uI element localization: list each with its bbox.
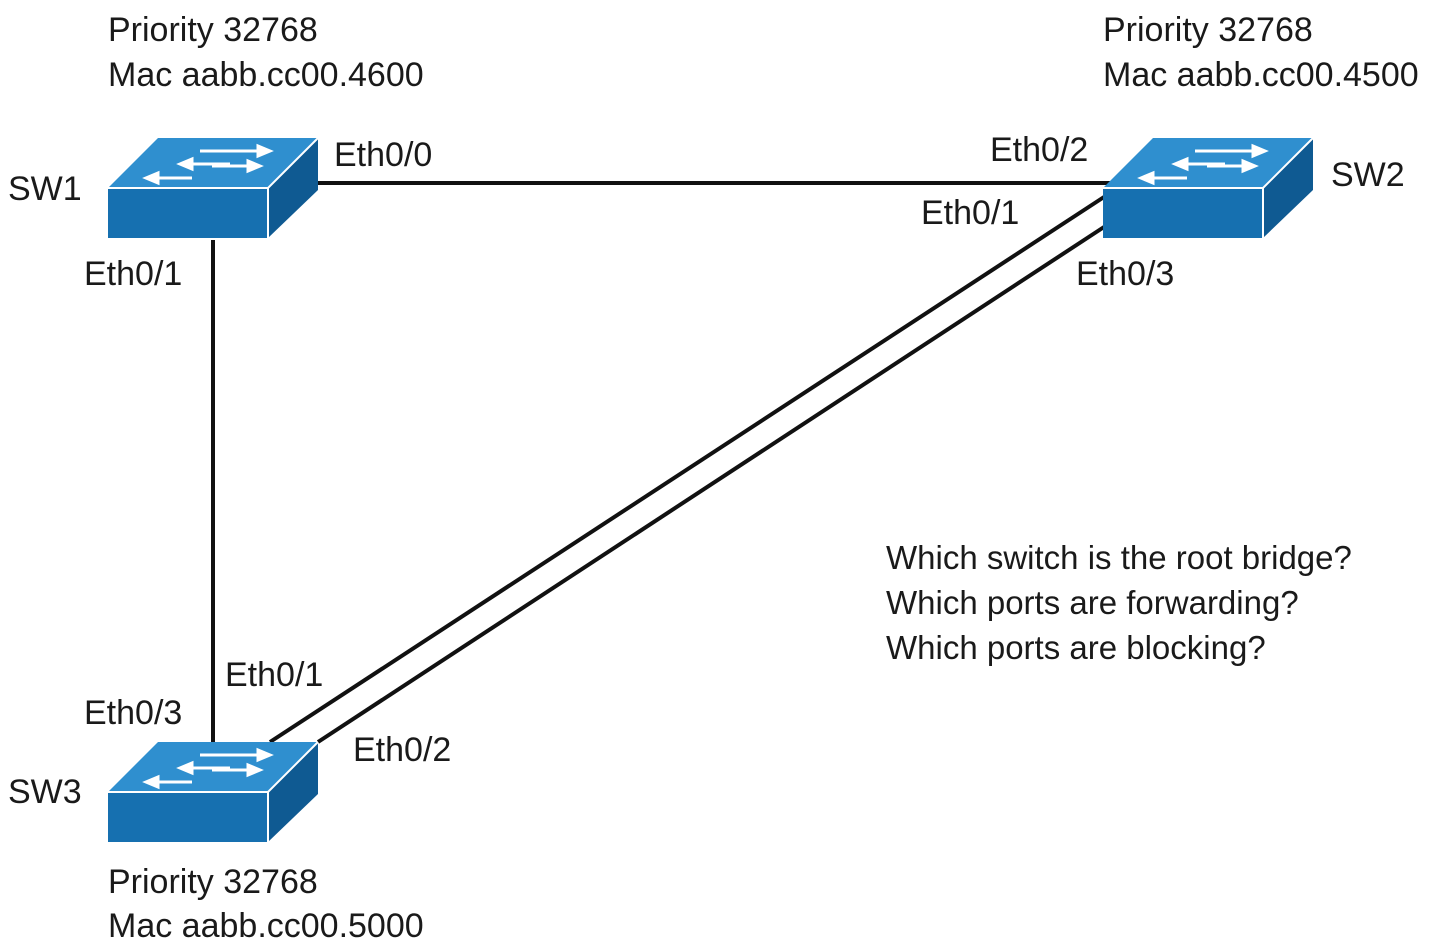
sw2-mac: Mac aabb.cc00.4500 — [1103, 56, 1419, 94]
question-1: Which switch is the root bridge? — [886, 539, 1352, 576]
question-2: Which ports are forwarding? — [886, 584, 1299, 621]
sw3-name: SW3 — [8, 773, 82, 811]
sw3-mac: Mac aabb.cc00.5000 — [108, 907, 424, 942]
sw3-priority: Priority 32768 — [108, 863, 318, 901]
switch-sw3-icon — [106, 740, 320, 844]
sw1-port-eth0-1: Eth0/1 — [84, 255, 182, 293]
sw3-port-eth0-3: Eth0/3 — [84, 694, 182, 732]
sw1-name: SW1 — [8, 170, 82, 208]
sw2-port-eth0-2: Eth0/2 — [990, 131, 1088, 169]
sw2-name: SW2 — [1331, 156, 1405, 194]
sw2-priority: Priority 32768 — [1103, 11, 1313, 49]
link-sw2-sw3-a — [268, 195, 1106, 744]
question-3: Which ports are blocking? — [886, 629, 1266, 666]
questions: Which switch is the root bridge? Which p… — [886, 539, 1352, 666]
sw2-port-eth0-1: Eth0/1 — [921, 194, 1019, 232]
sw1-mac: Mac aabb.cc00.4600 — [108, 56, 424, 94]
sw3-port-eth0-1: Eth0/1 — [225, 656, 323, 694]
sw1-priority: Priority 32768 — [108, 11, 318, 49]
switch-sw2-icon — [1101, 136, 1315, 240]
switch-sw1-icon — [106, 136, 320, 240]
links — [211, 181, 1110, 744]
link-sw2-sw3-b — [316, 225, 1106, 744]
sw1-port-eth0-0: Eth0/0 — [334, 136, 432, 174]
sw3-port-eth0-2: Eth0/2 — [353, 731, 451, 769]
sw2-port-eth0-3: Eth0/3 — [1076, 255, 1174, 293]
